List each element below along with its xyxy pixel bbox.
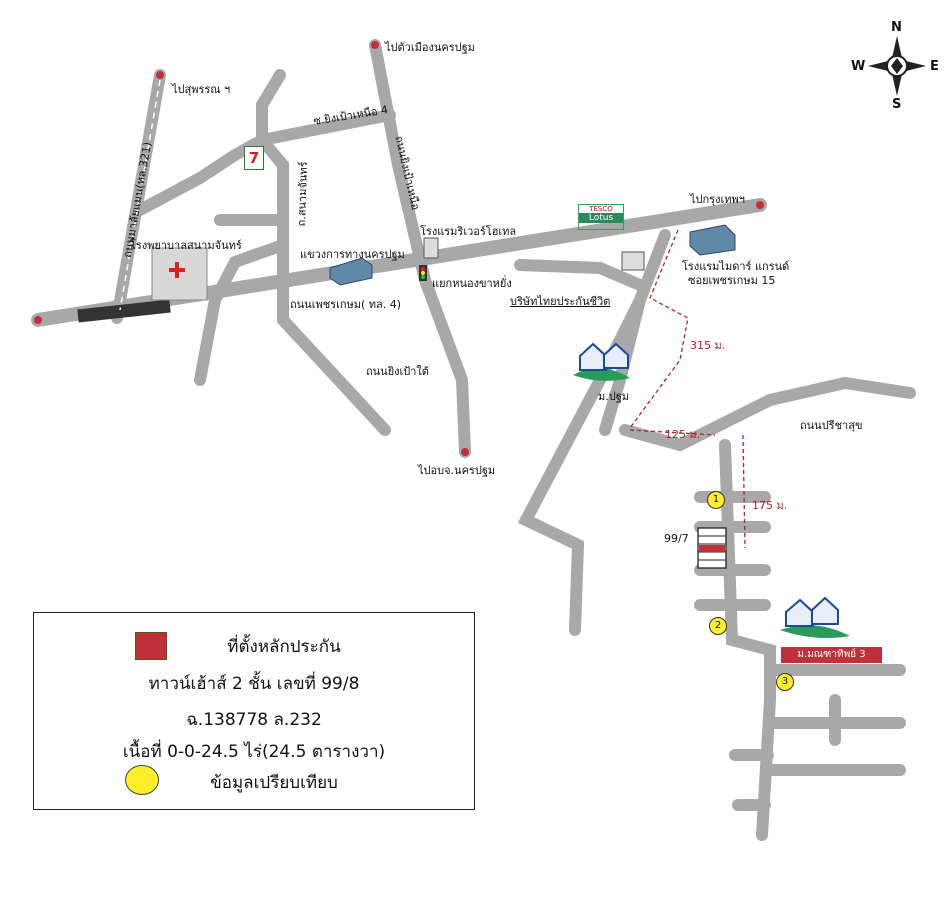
label-thai-insurance: บริษัทไทยประกันชีวิต <box>510 295 611 308</box>
office-building-icon <box>329 257 373 286</box>
railway-line <box>77 299 171 323</box>
hospital-icon <box>151 247 208 301</box>
label-village-sign: ม.มณฑาทิพย์ 3 <box>781 647 882 663</box>
label-hotel-river: โรงแรมริเวอร์โฮเทล <box>420 225 517 238</box>
house-icon-pathom <box>573 342 630 381</box>
insurance-building-icon <box>621 251 645 271</box>
label-highway-office: แขวงการทางนครปฐม <box>300 248 405 261</box>
legend-collateral-label: ที่ตั้งหลักประกัน <box>227 637 341 657</box>
label-road-pritsadang: ถนนปรีชาสุข <box>800 419 863 432</box>
legend-line-3: เนื้อที่ 0-0-24.5 ไร่(24.5 ตารางวา) <box>122 742 386 762</box>
traffic-light-icon <box>419 265 427 281</box>
tesco-logo-bottom: Lotus <box>579 213 623 223</box>
label-junction: แยกหนองขาหยั่ง <box>432 277 512 290</box>
label-hospital: โรงพยาบาลสนามจันทร์ <box>130 239 242 252</box>
compass-w: W <box>851 59 866 74</box>
distance-lines <box>629 229 746 549</box>
road-network <box>31 39 916 841</box>
road-end-markers <box>34 41 764 456</box>
legend-comparison-label: ข้อมูลเปรียบเทียบ <box>210 773 338 793</box>
comparison-marker-3: 3 <box>776 673 794 691</box>
tesco-logo-top: TESCO <box>589 205 613 213</box>
house-icon-village <box>780 596 850 638</box>
label-soi-phetkasem: ซอยเพชรเกษม 15 <box>688 274 776 287</box>
comparison-swatch <box>125 765 159 795</box>
label-road-phetkasem: ถนนเพชรเกษม( ทล. 4) <box>290 298 402 311</box>
label-to-city: ไปตัวเมืองนครปฐม <box>385 41 475 54</box>
legend-line-2: ฉ.138778 ล.232 <box>186 710 322 730</box>
hotel-icon-mida <box>689 224 736 256</box>
townhouse-row <box>697 527 727 569</box>
seven-eleven-icon: 7 <box>244 146 264 170</box>
legend-line-1: ทาวน์เฮ้าส์ 2 ชั้น เลขที่ 99/8 <box>148 674 360 694</box>
label-dist-175: 175 ม. <box>752 499 788 512</box>
label-hotel-mida: โรงแรมไมดาร์ แกรนด์ <box>682 260 790 273</box>
label-to-bangkok: ไปกรุงเทพฯ <box>690 193 745 206</box>
tesco-lotus-logo: TESCO Lotus <box>578 204 624 230</box>
compass-icon <box>868 36 926 96</box>
compass-n: N <box>891 20 902 35</box>
label-village-pathom: ม.ปฐม <box>598 390 630 403</box>
compass-s: S <box>892 97 902 112</box>
comparison-marker-1: 1 <box>707 491 725 509</box>
collateral-plot <box>699 545 725 552</box>
label-to-district: ไปอบจ.นครปฐม <box>418 464 496 477</box>
label-dist-125: 125 ม. <box>665 428 701 441</box>
map-legend: ที่ตั้งหลักประกัน ทาวน์เฮ้าส์ 2 ชั้น เลข… <box>33 612 475 810</box>
hotel-icon-river <box>423 237 439 259</box>
compass-e: E <box>930 59 939 74</box>
comparison-marker-2: 2 <box>709 617 727 635</box>
collateral-swatch <box>135 632 167 660</box>
label-dist-315: 315 ม. <box>690 339 726 352</box>
label-house-no: 99/7 <box>664 532 689 545</box>
label-road-yingpao-south: ถนนยิงเป้าใต้ <box>366 365 429 378</box>
label-road-sanamchan: ถ.สนามจันทร์ <box>294 161 311 227</box>
label-to-suphan: ไปสุพรรณ ฯ <box>172 83 231 96</box>
